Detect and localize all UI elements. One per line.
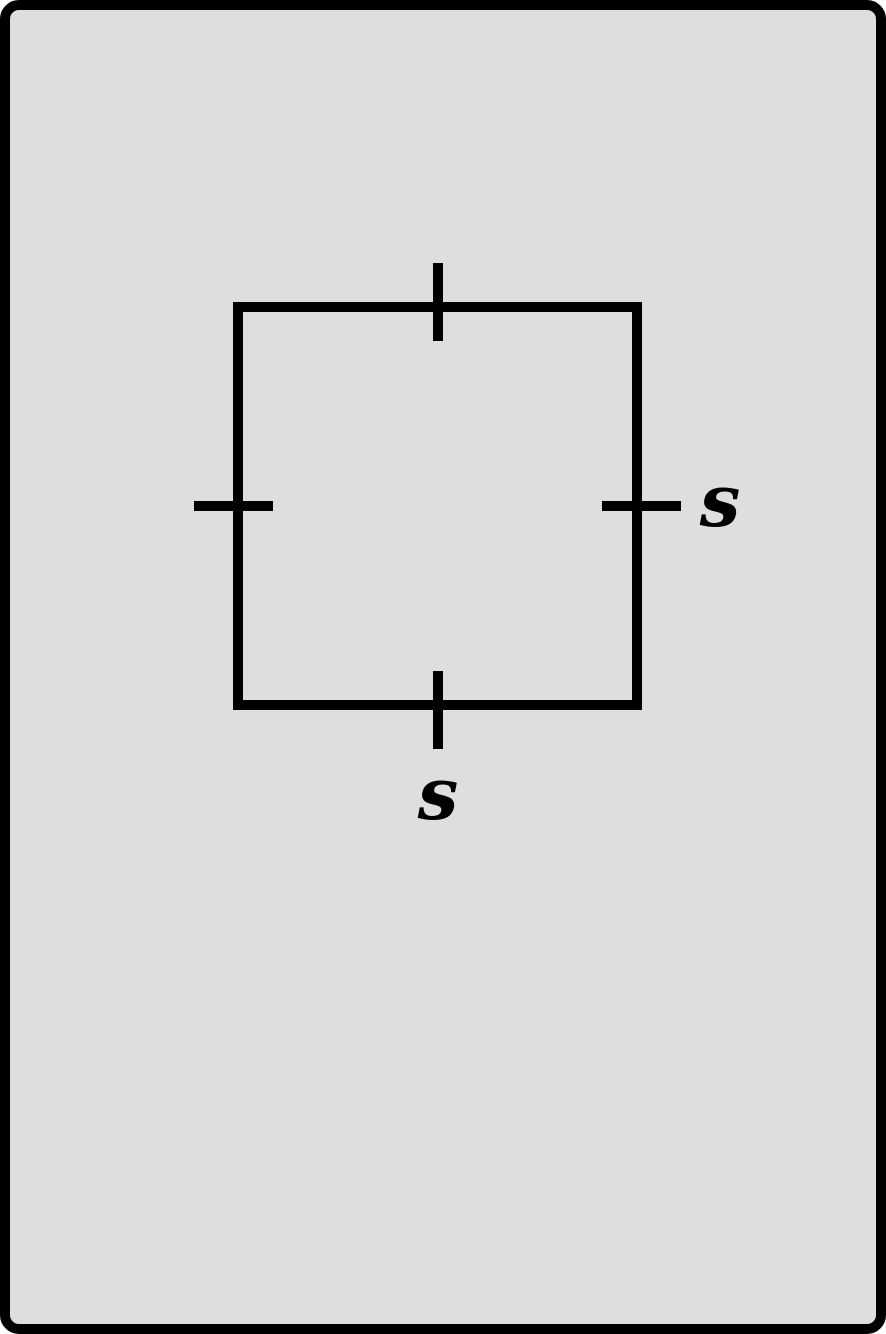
- bottom-side-label: s: [417, 751, 459, 836]
- right-side-label: s: [699, 458, 741, 543]
